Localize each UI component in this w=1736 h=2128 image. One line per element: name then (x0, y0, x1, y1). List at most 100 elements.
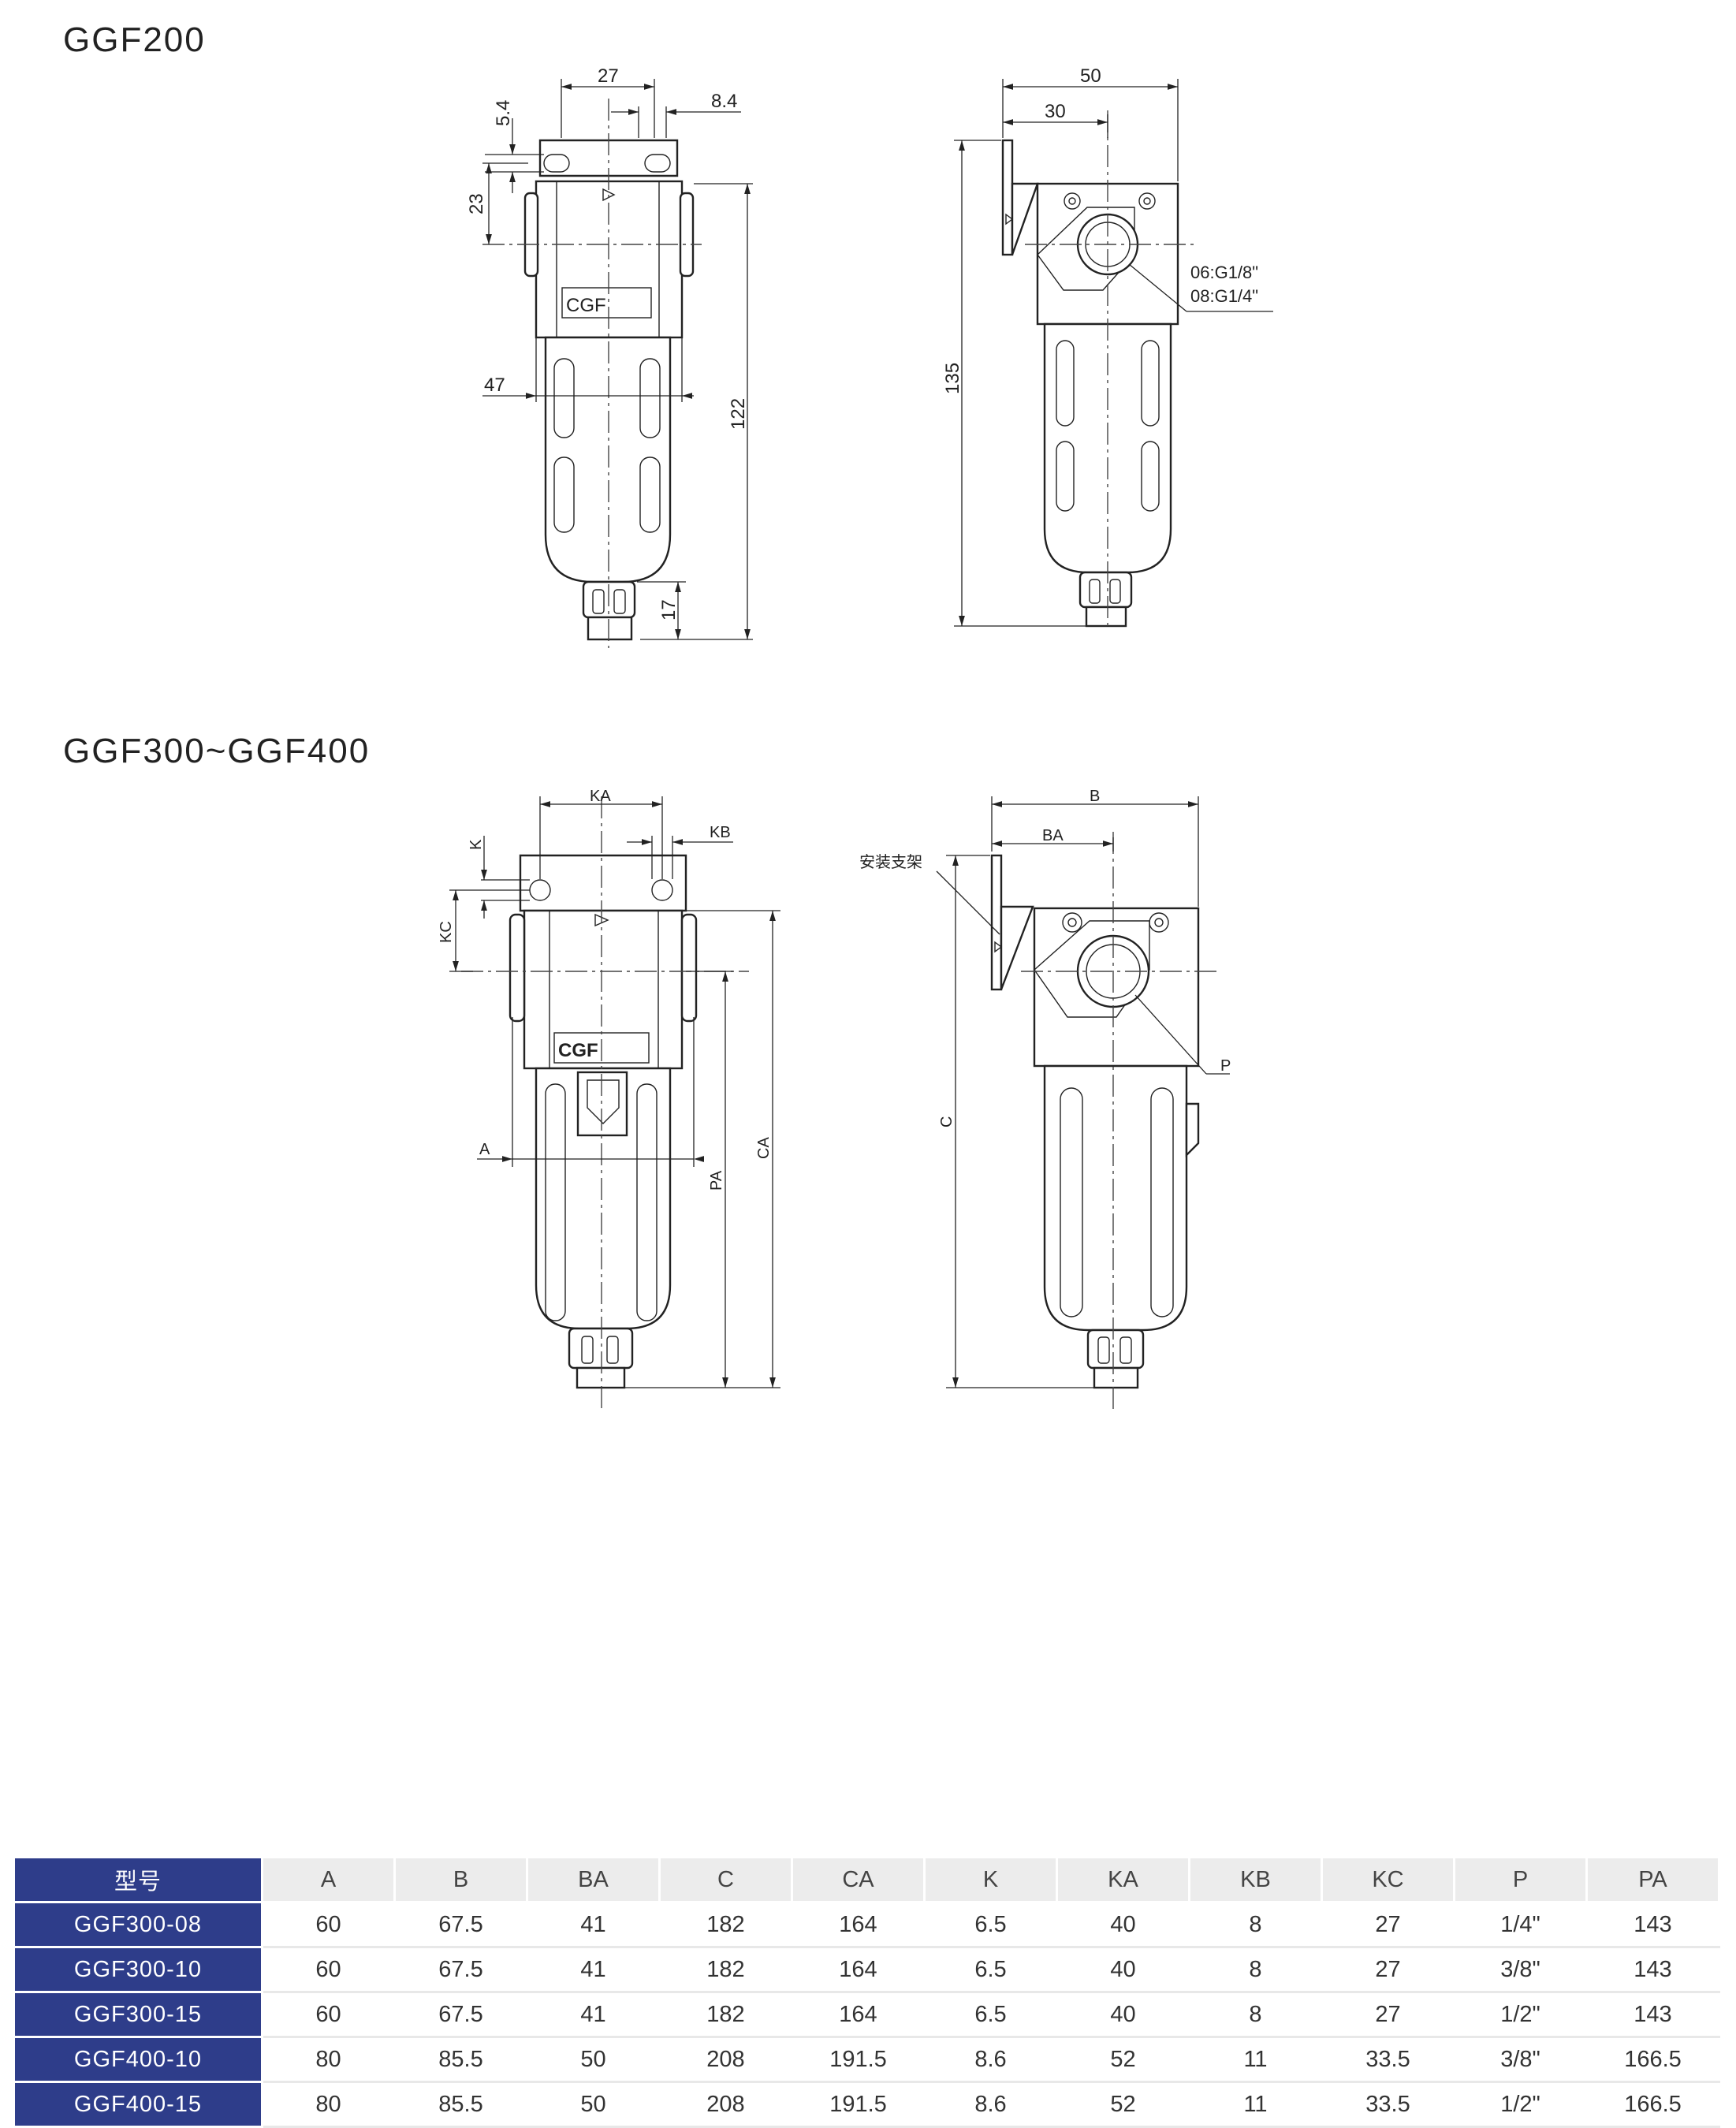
table-cell: 182 (658, 1901, 793, 1948)
header-a: A (261, 1856, 396, 1903)
ggf200-side-view: 06:G1/8" 08:G1/4" 50 30 135 (942, 65, 1273, 631)
model-cell: GGF300-10 (13, 1946, 263, 1993)
ggf300-side-view: 安装支架 P B BA C (859, 788, 1231, 1411)
ggf200-front-view: CGF 27 8.4 5.4 23 (466, 65, 753, 648)
table-cell: 164 (791, 1991, 926, 2038)
ggf200-brand-label: CGF (566, 295, 606, 316)
table-cell: 8 (1188, 1946, 1323, 1993)
port-note-g1-4: 08:G1/4" (1190, 286, 1258, 306)
dim-pa: PA (708, 1170, 725, 1191)
table-cell: 41 (526, 1946, 661, 1993)
table-cell: 60 (261, 1991, 396, 2038)
ggf300-front-view: CGF KA KB K KC A (438, 788, 780, 1411)
table-cell: 27 (1321, 1946, 1455, 1993)
dim-47: 47 (484, 375, 505, 396)
table-cell: 60 (261, 1901, 396, 1948)
table-cell: 164 (791, 1901, 926, 1948)
model-cell: GGF300-15 (13, 1991, 263, 2038)
table-cell: 33.5 (1321, 2036, 1455, 2083)
header-ka: KA (1056, 1856, 1190, 1903)
table-cell: 166.5 (1585, 2081, 1720, 2128)
dim-kb: KB (710, 824, 731, 841)
header-k: K (923, 1856, 1058, 1903)
table-cell: 41 (526, 1991, 661, 2038)
bracket-note: 安装支架 (859, 853, 922, 871)
header-ca: CA (791, 1856, 926, 1903)
dim-ba: BA (1042, 827, 1064, 844)
table-cell: 143 (1585, 1901, 1720, 1948)
dim-23: 23 (466, 193, 487, 214)
table-cell: 27 (1321, 1991, 1455, 2038)
table-cell: 52 (1056, 2081, 1190, 2128)
table-cell: 50 (526, 2036, 661, 2083)
dim-ka: KA (590, 788, 611, 805)
dim-b: B (1090, 788, 1100, 805)
dim-122: 122 (728, 398, 749, 430)
table-cell: 8 (1188, 1901, 1323, 1948)
table-cell: 8 (1188, 1991, 1323, 2038)
table-cell: 182 (658, 1991, 793, 2038)
table-cell: 67.5 (393, 1991, 528, 2038)
dim-p: P (1220, 1057, 1231, 1075)
dim-a: A (479, 1141, 490, 1158)
table-cell: 11 (1188, 2081, 1323, 2128)
table-cell: 1/2" (1453, 1991, 1588, 2038)
table-cell: 40 (1056, 1901, 1190, 1948)
table-row: GGF300-08 60 67.5 41 182 164 6.5 40 8 27… (13, 1901, 1720, 1948)
dim-8-4: 8.4 (711, 91, 737, 112)
table-cell: 27 (1321, 1901, 1455, 1948)
table-cell: 6.5 (923, 1946, 1058, 1993)
header-c: C (658, 1856, 793, 1903)
table-row: GGF300-10 60 67.5 41 182 164 6.5 40 8 27… (13, 1946, 1720, 1993)
table-cell: 33.5 (1321, 2081, 1455, 2128)
dim-5-4: 5.4 (493, 100, 514, 126)
table-cell: 50 (526, 2081, 661, 2128)
table-cell: 143 (1585, 1946, 1720, 1993)
table-cell: 208 (658, 2081, 793, 2128)
table-cell: 85.5 (393, 2081, 528, 2128)
header-kb: KB (1188, 1856, 1323, 1903)
dim-30: 30 (1045, 101, 1066, 122)
ggf300-brand-label: CGF (558, 1040, 598, 1061)
table-cell: 182 (658, 1946, 793, 1993)
table-cell: 191.5 (791, 2036, 926, 2083)
table-row: GGF400-15 80 85.5 50 208 191.5 8.6 52 11… (13, 2081, 1720, 2128)
model-cell: GGF400-15 (13, 2081, 263, 2128)
dim-135: 135 (942, 363, 963, 394)
table-cell: 80 (261, 2081, 396, 2128)
table-cell: 3/8" (1453, 1946, 1588, 1993)
table-row: GGF300-15 60 67.5 41 182 164 6.5 40 8 27… (13, 1991, 1720, 2038)
table-cell: 52 (1056, 2036, 1190, 2083)
header-p: P (1453, 1856, 1588, 1903)
dim-ca: CA (755, 1137, 773, 1159)
table-cell: 3/8" (1453, 2036, 1588, 2083)
table-cell: 1/2" (1453, 2081, 1588, 2128)
table-cell: 8.6 (923, 2036, 1058, 2083)
table-cell: 40 (1056, 1991, 1190, 2038)
table-cell: 164 (791, 1946, 926, 1993)
dim-kc: KC (438, 921, 455, 943)
table-cell: 67.5 (393, 1946, 528, 1993)
dim-27: 27 (598, 65, 619, 87)
dim-k: K (468, 839, 485, 850)
header-model: 型号 (13, 1856, 263, 1903)
model-cell: GGF300-08 (13, 1901, 263, 1948)
technical-drawing: CGF 27 8.4 5.4 23 (438, 65, 1273, 1411)
table-cell: 11 (1188, 2036, 1323, 2083)
dim-c: C (938, 1116, 956, 1127)
table-cell: 166.5 (1585, 2036, 1720, 2083)
table-cell: 8.6 (923, 2081, 1058, 2128)
spec-table-header: 型号 A B BA C CA K KA KB KC P PA (13, 1856, 1720, 1903)
dim-17: 17 (658, 599, 680, 621)
table-cell: 67.5 (393, 1901, 528, 1948)
table-cell: 85.5 (393, 2036, 528, 2083)
header-kc: KC (1321, 1856, 1455, 1903)
table-cell: 40 (1056, 1946, 1190, 1993)
header-pa: PA (1585, 1856, 1720, 1903)
section-title-ggf300-400: GGF300~GGF400 (63, 732, 371, 770)
model-cell: GGF400-10 (13, 2036, 263, 2083)
dim-50: 50 (1080, 65, 1101, 87)
table-cell: 6.5 (923, 1991, 1058, 2038)
header-b: B (393, 1856, 528, 1903)
table-row: GGF400-10 80 85.5 50 208 191.5 8.6 52 11… (13, 2036, 1720, 2083)
